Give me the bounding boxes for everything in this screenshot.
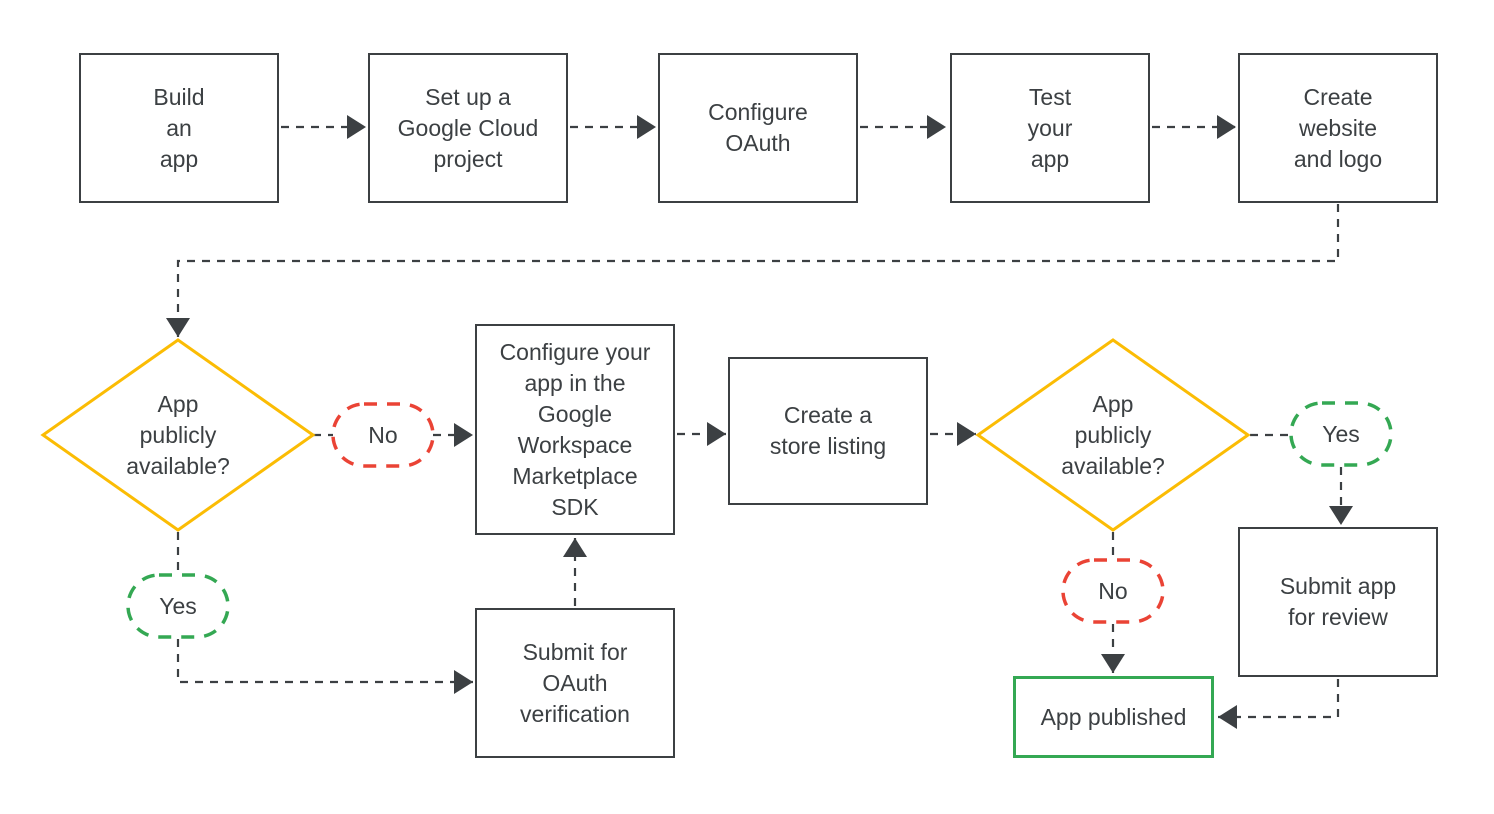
yes-branch-oval-1 bbox=[126, 573, 230, 639]
no-branch-oval-2 bbox=[1061, 558, 1165, 624]
connector-website-to-decision1 bbox=[166, 204, 1340, 337]
connector-yes1-to-submit-oauth bbox=[176, 639, 473, 694]
step-build-app: Build an app bbox=[79, 53, 279, 203]
step-setup-google-cloud-project: Set up a Google Cloud project bbox=[368, 53, 568, 203]
yes-branch-oval-2 bbox=[1289, 401, 1393, 467]
step-test-your-app: Test your app bbox=[950, 53, 1150, 203]
decision-diamond-app-public-1 bbox=[40, 338, 316, 532]
connector-submit-review-to-app-published bbox=[1218, 679, 1340, 729]
step-submit-app-for-review: Submit app for review bbox=[1238, 527, 1438, 677]
step-configure-oauth: Configure OAuth bbox=[658, 53, 858, 203]
step-create-website-and-logo: Create website and logo bbox=[1238, 53, 1438, 203]
step-configure-marketplace-sdk: Configure your app in the Google Workspa… bbox=[475, 324, 675, 535]
no-branch-oval-1 bbox=[331, 402, 435, 468]
step-submit-oauth-verification: Submit for OAuth verification bbox=[475, 608, 675, 758]
terminal-app-published: App published bbox=[1013, 676, 1214, 758]
step-create-store-listing: Create a store listing bbox=[728, 357, 928, 505]
decision-diamond-app-public-2 bbox=[975, 338, 1251, 532]
